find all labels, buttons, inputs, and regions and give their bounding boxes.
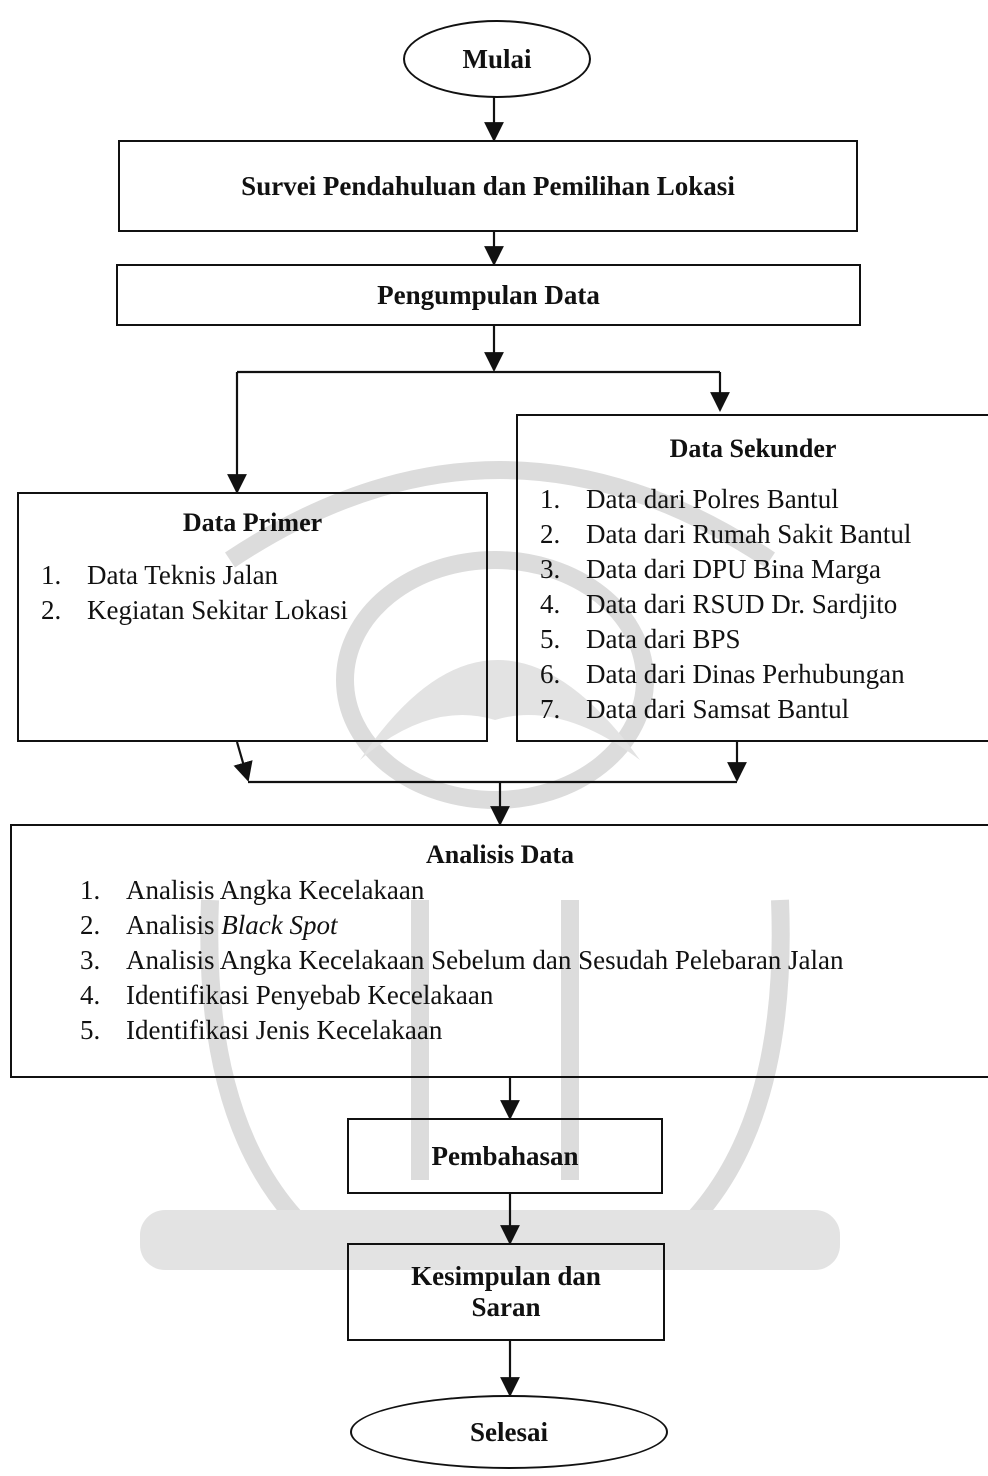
analysis-list: 1.Analisis Angka Kecelakaan 2.Analisis B… bbox=[80, 873, 844, 1048]
primary-item: 2.Kegiatan Sekitar Lokasi bbox=[41, 595, 348, 625]
analysis-item: 3.Analisis Angka Kecelakaan Sebelum dan … bbox=[80, 945, 844, 975]
end-terminal: Selesai bbox=[350, 1395, 668, 1469]
primary-item: 1.Data Teknis Jalan bbox=[41, 560, 279, 590]
survey-step: Survei Pendahuluan dan Pemilihan Lokasi bbox=[118, 140, 858, 232]
secondary-item: 4.Data dari RSUD Dr. Sardjito bbox=[540, 589, 898, 619]
analysis-item: 4.Identifikasi Penyebab Kecelakaan bbox=[80, 980, 494, 1010]
primary-data-box: Data Primer 1.Data Teknis Jalan 2.Kegiat… bbox=[17, 492, 488, 742]
secondary-list: 1.Data dari Polres Bantul 2.Data dari Ru… bbox=[540, 482, 911, 727]
conclusion-line1: Kesimpulan dan bbox=[411, 1261, 601, 1291]
end-label: Selesai bbox=[470, 1416, 548, 1447]
conclusion-step: Kesimpulan dan Saran bbox=[347, 1243, 665, 1341]
analysis-item: 2.Analisis Black Spot bbox=[80, 910, 338, 940]
discussion-label: Pembahasan bbox=[431, 1140, 579, 1171]
conclusion-line2: Saran bbox=[471, 1292, 541, 1322]
analysis-title: Analisis Data bbox=[425, 840, 575, 869]
secondary-data-box: Data Sekunder 1.Data dari Polres Bantul … bbox=[516, 414, 988, 742]
arrow-primary-down bbox=[233, 741, 253, 782]
analysis-item: 1.Analisis Angka Kecelakaan bbox=[80, 875, 425, 905]
analysis-box: Analisis Data 1.Analisis Angka Kecelakaa… bbox=[10, 824, 988, 1078]
secondary-item: 7.Data dari Samsat Bantul bbox=[540, 694, 850, 724]
secondary-item: 5.Data dari BPS bbox=[540, 624, 741, 654]
analysis-item: 5.Identifikasi Jenis Kecelakaan bbox=[80, 1015, 443, 1045]
collection-step: Pengumpulan Data bbox=[116, 264, 861, 326]
secondary-item: 1.Data dari Polres Bantul bbox=[540, 484, 839, 514]
start-terminal: Mulai bbox=[403, 20, 591, 98]
primary-title: Data Primer bbox=[182, 508, 323, 537]
collection-label: Pengumpulan Data bbox=[377, 279, 600, 310]
secondary-item: 6.Data dari Dinas Perhubungan bbox=[540, 659, 905, 689]
primary-list: 1.Data Teknis Jalan 2.Kegiatan Sekitar L… bbox=[41, 558, 348, 628]
start-label: Mulai bbox=[462, 43, 532, 74]
secondary-item: 3.Data dari DPU Bina Marga bbox=[540, 554, 881, 584]
survey-label: Survei Pendahuluan dan Pemilihan Lokasi bbox=[241, 170, 735, 201]
secondary-item: 2.Data dari Rumah Sakit Bantul bbox=[540, 519, 912, 549]
discussion-step: Pembahasan bbox=[347, 1118, 663, 1194]
secondary-title: Data Sekunder bbox=[669, 434, 837, 463]
